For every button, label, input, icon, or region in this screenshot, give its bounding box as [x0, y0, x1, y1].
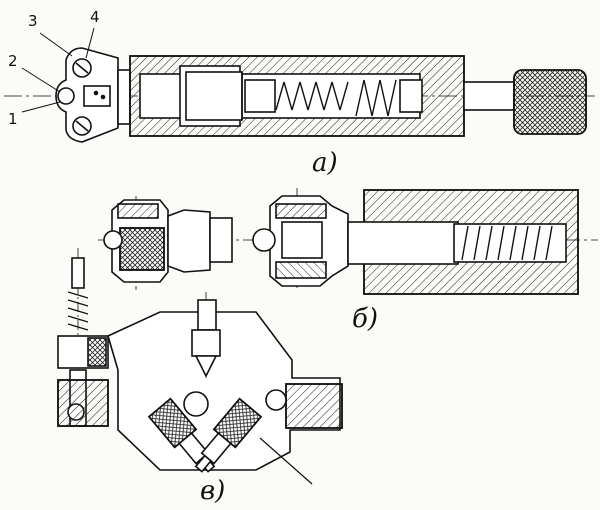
- caption-a: а): [312, 148, 338, 178]
- view-a-assembly: [4, 47, 595, 143]
- caption-b: б): [352, 304, 379, 334]
- label-2: 2: [8, 52, 18, 70]
- label-3: 3: [28, 12, 38, 30]
- view-b-parts: [98, 188, 598, 295]
- label-4: 4: [90, 8, 100, 26]
- label-1: 1: [8, 110, 18, 128]
- caption-v: в): [200, 476, 226, 506]
- label-leaders: [21, 27, 95, 113]
- view-v-fixture: [57, 248, 343, 485]
